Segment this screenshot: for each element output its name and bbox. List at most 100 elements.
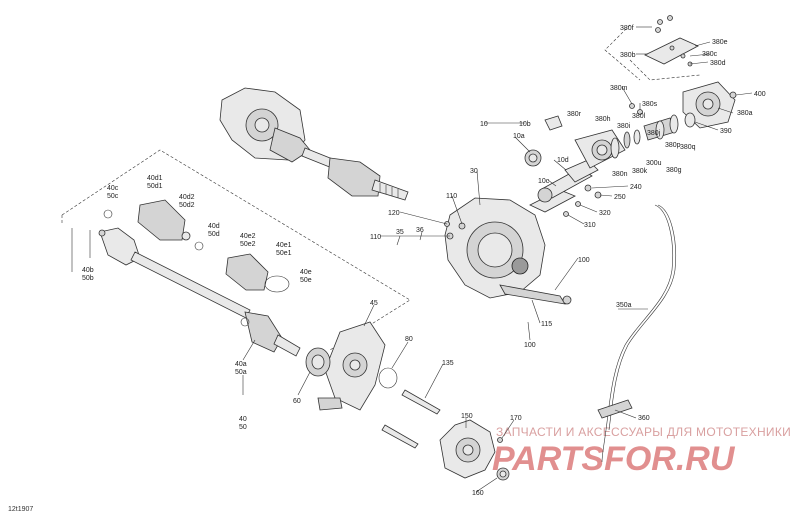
callout-50a: 50a: [235, 369, 247, 376]
watermark-tagline: ЗАПЧАСТИ И АКСЕССУАРЫ ДЛЯ МОТОТЕХНИКИ: [496, 425, 791, 439]
callout-50e1: 50e1: [276, 250, 292, 257]
callout-80: 80: [405, 336, 413, 343]
callout-10b: 10b: [519, 121, 531, 128]
part-360-clip: [597, 399, 633, 419]
callout-390: 390: [720, 128, 732, 135]
callout-380l: 380l: [632, 113, 646, 120]
callout-45: 45: [370, 300, 378, 307]
upper-splined-end: [371, 179, 409, 201]
callout-380i: 380i: [617, 123, 631, 130]
callout-310: 310: [584, 222, 596, 229]
part-80-circlip: [378, 367, 398, 389]
part-40e-clamp-ring: [264, 275, 290, 293]
callout-380q: 380q: [680, 144, 696, 151]
callout-100-right: 100: [578, 257, 590, 264]
actuator-bracket: [644, 15, 699, 67]
callout-40c: 40c: [107, 185, 119, 192]
callout-40: 40: [239, 416, 247, 423]
callout-50e: 50e: [300, 277, 312, 284]
part-380l: [633, 129, 641, 145]
part-40c-boot: [137, 199, 186, 241]
callout-380c: 380c: [702, 51, 718, 58]
part-400: [729, 91, 737, 99]
callout-60: 60: [293, 398, 301, 405]
callout-110-top: 110: [446, 193, 457, 200]
callout-40e: 40e: [300, 269, 312, 276]
callout-380a: 380a: [737, 110, 753, 117]
callout-360: 360: [638, 415, 650, 422]
part-40c-ring: [103, 209, 113, 219]
part-170: [497, 437, 503, 443]
callout-170: 170: [510, 415, 522, 422]
callout-380b: 380b: [620, 52, 636, 59]
part-350a-line: [601, 204, 673, 463]
callout-40d2: 40d2: [179, 194, 195, 201]
upper-cv-boot: [327, 157, 381, 197]
callout-50e2: 50e2: [240, 241, 256, 248]
diff-output-seal: [511, 257, 529, 275]
part-380p: [655, 120, 665, 140]
brake-line: [597, 204, 676, 463]
callout-labels: 380f 380e 380c 380b 380d 400 380a 390 38…: [82, 25, 766, 497]
part-380b-bracket: [644, 37, 699, 65]
part-40d-clamp: [181, 231, 191, 241]
callout-350a: 350a: [616, 302, 632, 309]
callout-35: 35: [396, 229, 404, 236]
lower-knuckle: [305, 321, 441, 449]
part-40e2-boot: [225, 253, 269, 291]
callout-380m: 380m: [610, 85, 628, 92]
callout-40b: 40b: [82, 267, 94, 274]
callout-380n: 380n: [612, 171, 628, 178]
part-380q: [669, 114, 679, 134]
wheel-hub: [439, 419, 510, 481]
callout-380r: 380r: [567, 111, 582, 118]
part-10b-cap: [544, 115, 563, 131]
callout-10: 10: [480, 121, 488, 128]
callout-380k: 380k: [632, 168, 648, 175]
callout-10c: 10c: [538, 178, 550, 185]
callout-50b: 50b: [82, 275, 94, 282]
callout-380s: 380s: [642, 101, 658, 108]
differential-housing: [444, 189, 576, 305]
part-380m: [629, 103, 635, 109]
callout-40a: 40a: [235, 361, 247, 368]
callout-300u: 300u: [646, 160, 662, 167]
callout-240: 240: [630, 184, 642, 191]
drawing-number: 12t1907: [8, 506, 33, 513]
watermark-logo: PARTSFOR.RU: [492, 440, 736, 478]
part-240: [584, 184, 592, 192]
callout-320: 320: [599, 210, 611, 217]
callout-100-bottom: 100: [524, 342, 536, 349]
callout-50d: 50d: [208, 231, 220, 238]
callout-135: 135: [442, 360, 454, 367]
bracket-group-outline: [604, 24, 641, 81]
callout-50: 50: [239, 424, 247, 431]
upper-cv-shaft: [219, 87, 409, 201]
callout-10d: 10d: [557, 157, 569, 164]
callout-380h: 380h: [595, 116, 611, 123]
part-390: [684, 112, 696, 128]
callout-380f: 380f: [620, 25, 634, 32]
callout-40d: 40d: [208, 223, 220, 230]
callout-50d2: 50d2: [179, 202, 195, 209]
leader-lines: [71, 26, 753, 493]
part-135-stud-a: [401, 389, 441, 415]
callout-380e: 380e: [712, 39, 728, 46]
callout-10a: 10a: [513, 133, 525, 140]
part-135-stud-b: [381, 424, 419, 449]
prop-shaft-parts: [524, 115, 602, 217]
watermark: ЗАПЧАСТИ И АКСЕССУАРЫ ДЛЯ МОТОТЕХНИКИ PA…: [492, 425, 791, 478]
callout-40e1: 40e1: [276, 242, 292, 249]
callout-120: 120: [388, 210, 400, 217]
callout-50d1: 50d1: [147, 183, 163, 190]
callout-40d1: 40d1: [147, 175, 163, 182]
callout-40e2: 40e2: [240, 233, 256, 240]
diff-mount-bolt-long: [499, 284, 566, 305]
callout-115: 115: [541, 321, 552, 328]
callout-110-left: 110: [370, 234, 381, 241]
callout-36: 36: [416, 227, 424, 234]
callout-400: 400: [754, 91, 766, 98]
upper-boot-inner: [269, 127, 311, 163]
